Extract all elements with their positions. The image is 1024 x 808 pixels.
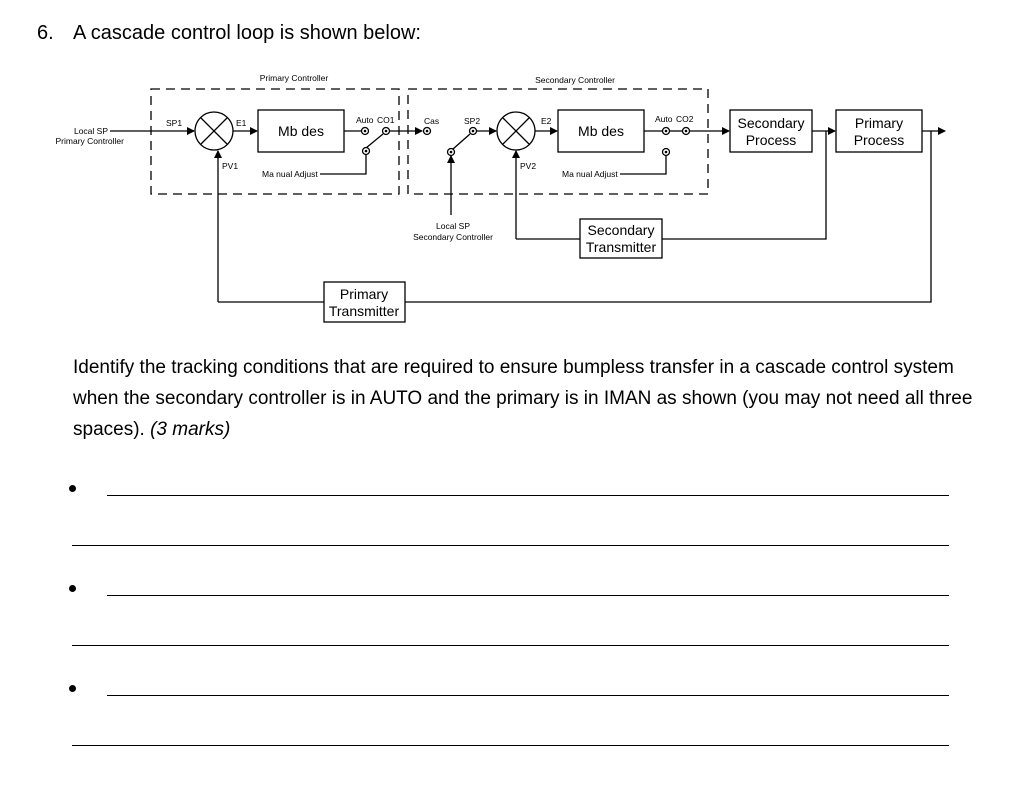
- co2-label: CO2: [676, 114, 694, 124]
- primary-transmitter-label-1: Primary: [340, 286, 388, 302]
- answer-line-1[interactable]: [107, 495, 949, 496]
- secondary-controller-label: Secondary Controller: [535, 75, 615, 85]
- local-sp-secondary-sublabel: Secondary Controller: [413, 232, 493, 242]
- question-prompt: Identify the tracking conditions that ar…: [73, 352, 973, 445]
- sp2-label: SP2: [464, 116, 480, 126]
- secondary-controller-boundary: [407, 88, 709, 195]
- question-title: A cascade control loop is shown below:: [73, 22, 421, 44]
- manual-adjust-1-label: Ma nual Adjust: [262, 169, 318, 179]
- answer-line-2b[interactable]: [72, 645, 949, 646]
- cas-label: Cas: [424, 116, 439, 126]
- primary-modes-label: Mb des: [278, 123, 324, 139]
- local-sp-primary-sublabel: Primary Controller: [56, 136, 125, 146]
- primary-controller-label: Primary Controller: [260, 73, 329, 83]
- auto2-label: Auto: [655, 114, 673, 124]
- bullet-2: [69, 585, 76, 592]
- summing-junction-2: [496, 111, 536, 151]
- answer-line-1b[interactable]: [72, 545, 949, 546]
- bullet-3: [69, 685, 76, 692]
- secondary-process-label-1: Secondary: [738, 115, 805, 131]
- prompt-text: Identify the tracking conditions that ar…: [73, 357, 973, 440]
- local-sp-primary-label: Local SP: [74, 126, 108, 136]
- manual-adjust-2-label: Ma nual Adjust: [562, 169, 618, 179]
- primary-process-label-1: Primary: [855, 115, 903, 131]
- secondary-transmitter-label-1: Secondary: [588, 222, 655, 238]
- answer-line-3[interactable]: [107, 695, 949, 696]
- bullet-1: [69, 485, 76, 492]
- e1-label: E1: [236, 118, 247, 128]
- primary-process-label-2: Process: [854, 132, 905, 148]
- summing-junction-1: [194, 111, 234, 151]
- primary-controller-boundary: [150, 88, 400, 195]
- question-number: 6.: [37, 22, 54, 44]
- auto1-label: Auto: [356, 115, 374, 125]
- secondary-modes-label: Mb des: [578, 123, 624, 139]
- local-sp-secondary-label: Local SP: [436, 221, 470, 231]
- answer-line-2[interactable]: [107, 595, 949, 596]
- sp1-label: SP1: [166, 118, 182, 128]
- secondary-process-label-2: Process: [746, 132, 797, 148]
- e2-label: E2: [541, 116, 552, 126]
- co1-label: CO1: [377, 115, 395, 125]
- marks-label: (3 marks): [150, 419, 231, 440]
- primary-transmitter-label-2: Transmitter: [329, 303, 400, 319]
- answer-line-3b[interactable]: [72, 745, 949, 746]
- secondary-transmitter-label-2: Transmitter: [586, 239, 657, 255]
- pv2-label: PV2: [520, 161, 536, 171]
- question-heading: 6. A cascade control loop is shown below:: [37, 22, 421, 45]
- pv1-label: PV1: [222, 161, 238, 171]
- cascade-control-diagram: Primary Controller Secondary Controller …: [56, 73, 946, 323]
